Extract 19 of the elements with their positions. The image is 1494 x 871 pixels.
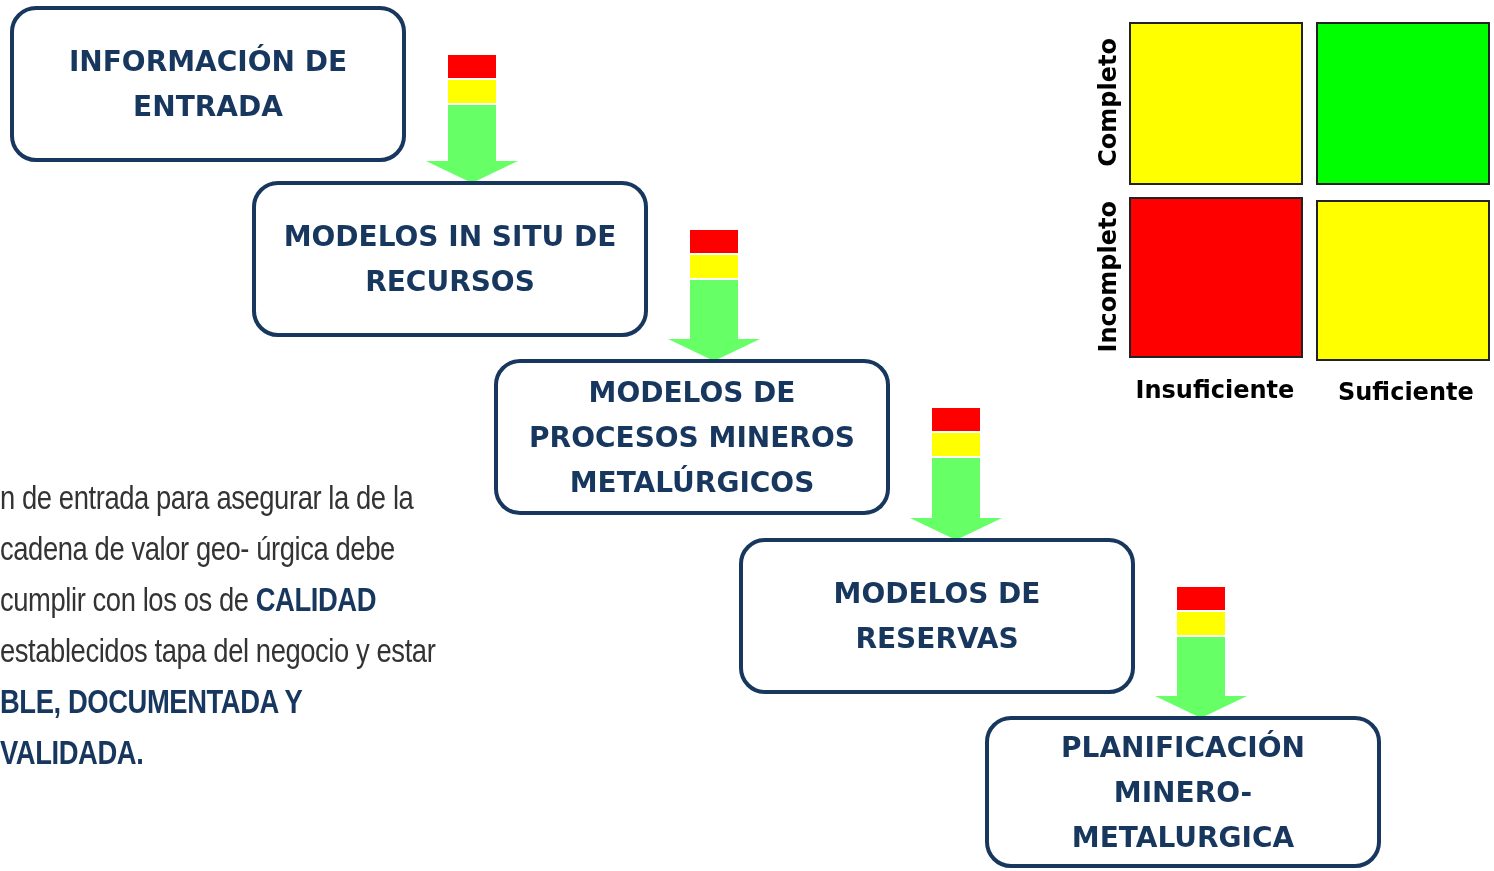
paragraph: n de entrada para asegurar la de la cadena de valor geo- úrgica debe cumplir con los os de CALIDAD establecidos tapa del negocio y estar BLE, DOCUMENTADA Y VALIDADA. <box>0 478 437 773</box>
axis-label: Suficiente <box>1338 378 1474 406</box>
arrow <box>1155 587 1247 718</box>
box-title: MODELOS DE PROCESOS MINEROS METALÚRGICOS <box>528 374 856 501</box>
box-title: MODELOS IN SITU DE RECURSOS <box>282 219 618 300</box>
process-box <box>252 181 648 337</box>
arrow <box>910 408 1002 540</box>
arrow <box>426 55 518 183</box>
box-title: INFORMACIÓN DE ENTRADA <box>67 43 349 125</box>
process-box <box>494 359 890 515</box>
arrow <box>668 230 760 361</box>
process-box <box>985 716 1381 868</box>
process-box <box>739 538 1135 694</box>
box-title: MODELOS DE RESERVAS <box>832 576 1042 657</box>
axis-label: Insuficiente <box>1135 376 1295 404</box>
process-box <box>10 6 406 162</box>
axis-label: Completo <box>1094 37 1122 167</box>
box-title: PLANIFICACIÓN MINERO-METALURGICA <box>1060 729 1306 856</box>
axis-label: Incompleto <box>1094 200 1122 352</box>
